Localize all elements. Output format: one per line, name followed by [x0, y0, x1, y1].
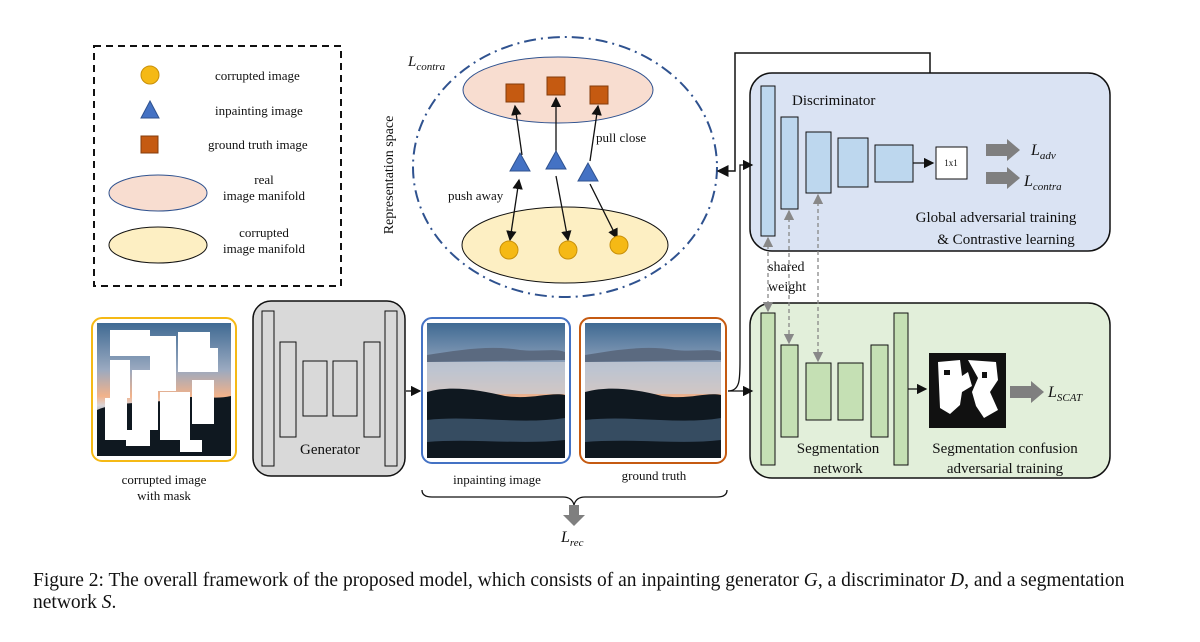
pull-arrow-1 — [511, 104, 523, 156]
adv-loss-label: Ladv — [1030, 142, 1056, 162]
shared-weight-label-1: shared — [768, 260, 805, 275]
ground-truth-caption: ground truth — [622, 468, 687, 483]
scat-loss-arrow — [1010, 381, 1044, 403]
corrupted-circle-3 — [609, 235, 629, 255]
inpaint-triangle-1 — [509, 151, 531, 172]
seg-layer-4 — [837, 362, 864, 421]
figure-caption: Figure 2: The overall framework of the p… — [33, 570, 1183, 614]
seg-desc-line2: adversarial training — [947, 461, 1064, 477]
seg-desc-line1: Segmentation confusion — [932, 441, 1078, 457]
generator-label: Generator — [300, 442, 360, 458]
seg-layer-3 — [805, 362, 832, 421]
seg-layer-1 — [760, 312, 776, 466]
legend-real-label-2: image manifold — [223, 188, 305, 203]
legend-frame — [93, 45, 342, 287]
representation-axis-label: Representation space — [382, 116, 397, 235]
real-manifold-ellipse-icon — [108, 174, 208, 212]
corrupted-manifold-ellipse-icon — [108, 226, 208, 264]
gt-square-2 — [546, 76, 566, 96]
ground-truth-square-icon — [140, 135, 159, 154]
inpaint-triangle-3 — [577, 161, 599, 182]
rec-loss-label: Lrec — [560, 529, 584, 549]
caption-text-4: . — [111, 592, 117, 613]
inpainting-output-image — [421, 317, 571, 464]
contra-loss-label: Lcontra — [407, 54, 446, 73]
legend: corrupted image inpainting image ground … — [93, 45, 342, 287]
corrupted-circle-2 — [558, 240, 578, 260]
seg-net-label-2: network — [813, 461, 863, 477]
seg-net-label-1: Segmentation — [797, 441, 880, 457]
disc-1x1-block — [935, 146, 968, 180]
segmentation-mask-image — [929, 353, 1006, 428]
seg-layer-6 — [893, 312, 909, 466]
disc-desc-line2: & Contrastive learning — [937, 232, 1075, 248]
pull-arrow-3 — [589, 104, 602, 162]
legend-corrupted-manifold-label-1: corrupted — [239, 225, 289, 240]
push-arrow-1 — [506, 178, 523, 242]
corrupted-circle-1 — [499, 240, 519, 260]
caption-var-s: S — [101, 592, 112, 613]
inpainting-caption: inpainting image — [453, 472, 541, 487]
discriminator-title: Discriminator — [792, 93, 875, 109]
seg-layer-5 — [870, 344, 889, 438]
inpaint-triangle-2 — [545, 149, 567, 170]
rec-brace — [421, 489, 728, 506]
gt-square-3 — [589, 85, 609, 105]
corrupted-input-image — [91, 317, 237, 462]
representation-space: Lcontra Representation space pull close … — [382, 36, 718, 298]
legend-ground-truth-label: ground truth image — [208, 137, 308, 152]
feedback-arrow — [716, 52, 931, 177]
push-arrow-2 — [555, 175, 572, 242]
caption-var-d: D — [950, 570, 965, 591]
pull-close-label: pull close — [596, 130, 646, 145]
disc-desc-line1: Global adversarial training — [916, 210, 1077, 226]
caption-text-1: The overall framework of the proposed mo… — [108, 570, 799, 591]
disc-layer-1 — [760, 85, 776, 237]
legend-corrupted-label: corrupted image — [215, 68, 300, 83]
disc-1x1-label: 1x1 — [944, 158, 958, 168]
corrupted-caption-1: corrupted image — [122, 472, 207, 487]
generator: Generator — [252, 300, 406, 477]
shared-weight-label-2: weight — [768, 280, 806, 295]
contra-loss-label-disc: Lcontra — [1023, 173, 1062, 193]
caption-figure-label: Figure 2: — [33, 570, 104, 591]
disc-layer-5 — [874, 144, 914, 183]
adv-loss-arrow — [986, 139, 1020, 161]
segmentation-panel: LSCAT Segmentation network Segmentation … — [749, 302, 1111, 479]
legend-corrupted-manifold-label-2: image manifold — [223, 241, 305, 256]
rec-loss-arrow — [563, 505, 585, 526]
discriminator-panel: Discriminator 1x1 Ladv Lcontra Global ad… — [749, 72, 1111, 252]
seg-layer-2 — [780, 344, 799, 438]
to-discriminator-arrow — [727, 159, 754, 392]
disc-layer-3 — [805, 131, 832, 194]
caption-text-3: , and a segmentation network — [33, 570, 1125, 613]
disc-layer-2 — [780, 116, 799, 210]
disc-layer-4 — [837, 137, 869, 188]
caption-text-2: , a discriminator — [817, 570, 946, 591]
gt-square-1 — [505, 83, 525, 103]
ground-truth-image — [579, 317, 727, 464]
corrupted-image-circle-icon — [140, 65, 160, 85]
legend-real-label-1: real — [254, 172, 274, 187]
contra-loss-arrow — [986, 167, 1020, 189]
scat-loss-label: LSCAT — [1047, 384, 1083, 404]
corrupted-caption-2: with mask — [137, 488, 191, 503]
shared-weight-links: shared weight — [762, 193, 824, 363]
push-arrow-3 — [589, 183, 618, 240]
push-away-label: push away — [448, 188, 504, 203]
legend-inpainting-label: inpainting image — [215, 103, 303, 118]
inpainting-image-triangle-icon — [140, 99, 160, 119]
caption-var-g: G — [803, 570, 818, 591]
